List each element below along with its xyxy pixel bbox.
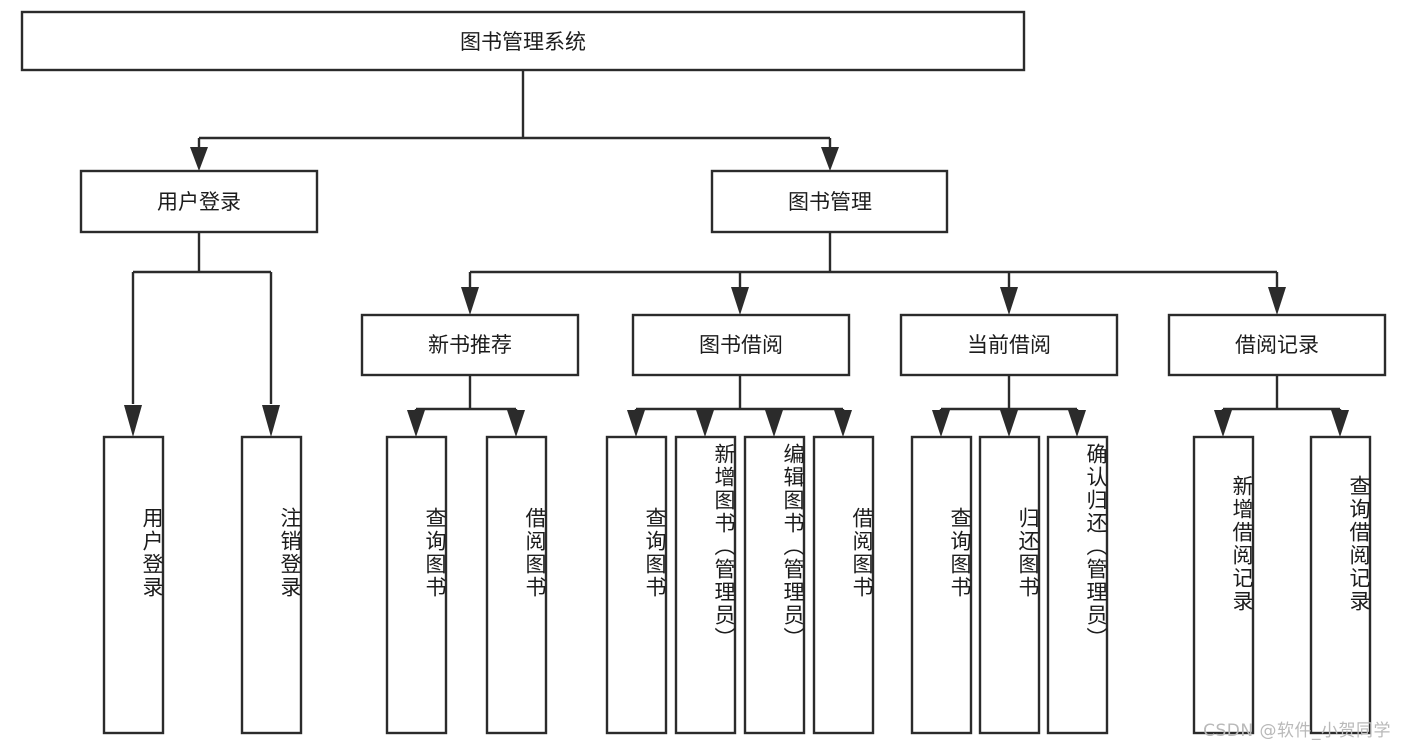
connector-current-borrow-bus [939,375,1079,414]
connector-book-borrow-bus [634,375,845,414]
node-new-book-rec[interactable]: 新书推荐 [360,313,580,377]
node-leaf-user-login-box[interactable] [102,435,165,735]
node-leaf-query-record-box[interactable] [1309,435,1372,735]
node-current-borrow-label: 当前借阅 [967,333,1051,357]
csdn-watermark: CSDN @软件_小贺同学 [1203,721,1391,741]
node-book-manage[interactable]: 图书管理 [710,169,949,234]
leaf-box-group [102,435,1372,735]
arrow-to-leaf-confirm-return [1068,410,1086,437]
node-book-borrow-box[interactable] [631,313,851,377]
node-new-book-rec-label: 新书推荐 [428,333,512,357]
node-current-borrow-box[interactable] [899,313,1119,377]
arrow-to-book-borrow [731,287,749,315]
node-user-login-label: 用户登录 [157,190,241,214]
arrow-to-user-login [190,147,208,171]
node-leaf-query-book-1-box[interactable] [385,435,448,735]
arrow-to-current-borrow [1000,287,1018,315]
connector-root-bus [197,70,832,158]
arrow-to-book-manage [821,147,839,171]
arrow-to-borrow-record [1268,287,1286,315]
arrow-to-new-book-rec [461,287,479,315]
connector-group [124,70,1349,437]
node-root[interactable]: 图书管理系统 [20,10,1026,72]
node-book-borrow-label: 图书借阅 [699,333,783,357]
node-current-borrow[interactable]: 当前借阅 [899,313,1119,377]
node-borrow-record[interactable]: 借阅记录 [1167,313,1387,377]
node-user-login[interactable]: 用户登录 [79,169,319,234]
node-leaf-logout-login-box[interactable] [240,435,303,735]
node-leaf-add-record-box[interactable] [1192,435,1255,735]
arrow-to-leaf-query-book-3 [932,410,950,437]
node-book-manage-label: 图书管理 [788,190,872,214]
node-new-book-rec-box[interactable] [360,313,580,377]
arrow-to-leaf-logout-login [262,405,280,437]
connector-new-book-rec-bus [414,375,518,414]
arrow-to-leaf-edit-book [765,410,783,437]
node-leaf-confirm-return-box[interactable] [1046,435,1109,735]
node-leaf-add-book-box[interactable] [674,435,737,735]
arrow-to-leaf-query-book-1 [407,410,425,437]
connector-borrow-record-bus [1221,375,1342,414]
arrow-to-leaf-borrow-book-1 [507,410,525,437]
arrow-to-leaf-query-record [1331,410,1349,437]
node-leaf-edit-book-box[interactable] [743,435,806,735]
node-borrow-record-label: 借阅记录 [1235,333,1319,357]
node-leaf-borrow-book-2-box[interactable] [812,435,875,735]
node-leaf-query-book-2-box[interactable] [605,435,668,735]
node-book-borrow[interactable]: 图书借阅 [631,313,851,377]
arrow-to-leaf-add-book [696,410,714,437]
node-user-login-box[interactable] [79,169,319,234]
node-book-manage-box[interactable] [710,169,949,234]
connector-book-manage-bus [468,232,1279,288]
arrow-to-leaf-query-book-2 [627,410,645,437]
arrow-to-leaf-return-book [1000,410,1018,437]
arrow-to-leaf-user-login [124,405,142,437]
node-borrow-record-box[interactable] [1167,313,1387,377]
connector-user-login-bus [131,232,273,404]
node-leaf-query-book-3-box[interactable] [910,435,973,735]
arrow-to-leaf-add-record [1214,410,1232,437]
node-root-label: 图书管理系统 [460,30,586,54]
arrow-to-leaf-borrow-book-2 [834,410,852,437]
node-leaf-borrow-book-1-box[interactable] [485,435,548,735]
node-root-box[interactable] [20,10,1026,72]
node-leaf-return-book-box[interactable] [978,435,1041,735]
